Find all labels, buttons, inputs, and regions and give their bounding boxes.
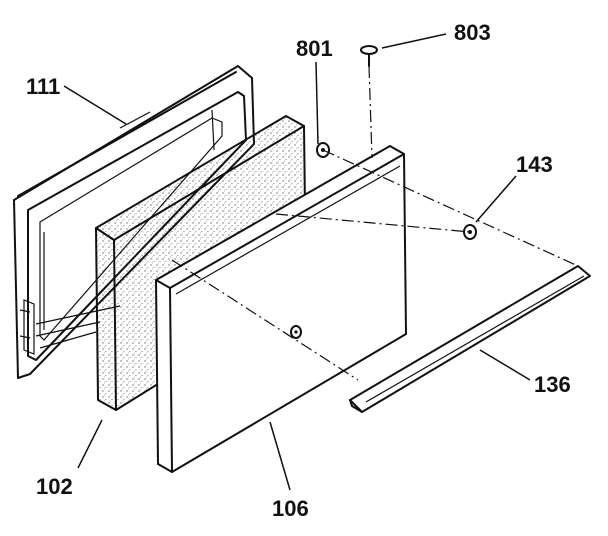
trim-strip-136 (349, 265, 591, 413)
callout-801: 801 (296, 36, 333, 61)
callout-803: 803 (454, 20, 491, 45)
callout-106: 106 (272, 496, 309, 521)
leader-lines (63, 33, 531, 491)
outer-door-panel-106 (155, 145, 407, 473)
callout-136: 136 (534, 372, 571, 397)
callout-111: 111 (26, 74, 60, 99)
screw-803 (360, 45, 378, 67)
callout-102: 102 (36, 474, 73, 499)
callout-143: 143 (516, 152, 553, 177)
spacer-143 (463, 224, 477, 240)
panel-fastener (290, 325, 302, 339)
alignment-lines (171, 65, 579, 381)
